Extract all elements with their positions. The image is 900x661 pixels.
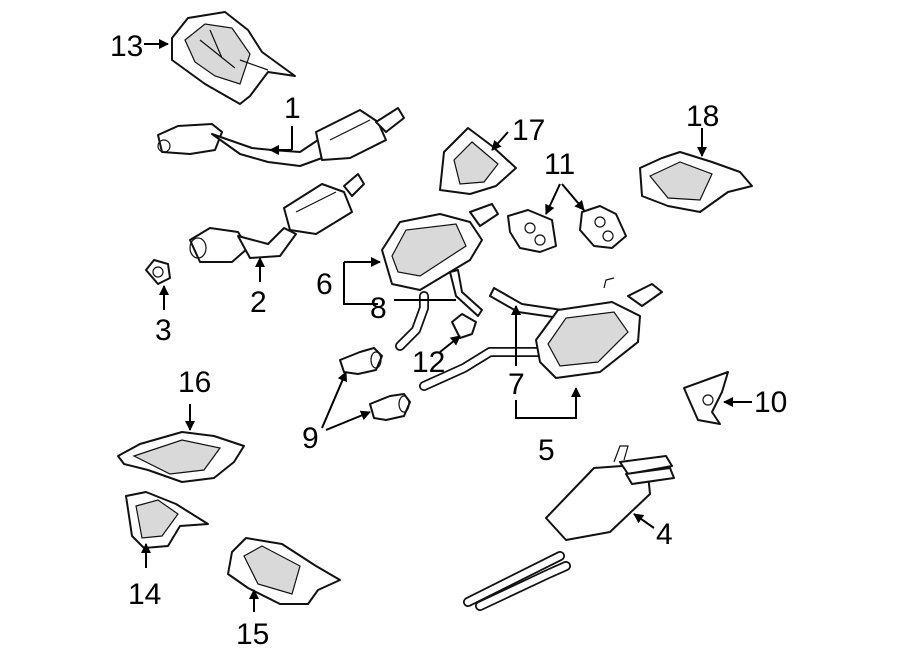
part-2-converter-pipe[interactable] (189, 173, 365, 263)
callout-9: 9 (302, 422, 319, 455)
leader-lines (141, 39, 752, 612)
part-10-bracket[interactable] (683, 371, 729, 425)
part-11-hanger-right[interactable] (579, 205, 627, 249)
callout-16: 16 (178, 366, 211, 399)
callout-4: 4 (656, 518, 673, 551)
callout-12: 12 (412, 346, 445, 379)
callout-5: 5 (538, 434, 555, 467)
callout-6: 6 (316, 268, 333, 301)
part-18-heat-shield[interactable] (639, 151, 753, 213)
part-9-connector-upper[interactable] (339, 347, 383, 375)
callout-15: 15 (236, 618, 269, 651)
callout-13: 13 (110, 30, 143, 63)
part-16-heat-shield[interactable] (117, 431, 245, 483)
callout-labels: 13 1 2 3 4 5 6 7 8 9 10 11 12 15 14 16 1… (110, 30, 787, 651)
part-15-heat-shield[interactable] (227, 537, 341, 605)
callout-17: 17 (512, 114, 545, 147)
callout-2: 2 (250, 286, 267, 319)
callout-8: 8 (370, 292, 387, 325)
callout-1: 1 (284, 92, 301, 125)
callout-11: 11 (544, 148, 575, 181)
callout-3: 3 (155, 314, 172, 347)
callout-10: 10 (754, 386, 787, 419)
callout-14: 14 (128, 578, 161, 611)
callout-7: 7 (508, 368, 525, 401)
part-3-gasket[interactable] (145, 259, 171, 285)
part-1-converter-pipe[interactable] (157, 107, 405, 167)
part-12-clamp[interactable] (451, 313, 477, 339)
part-6-front-muffler[interactable] (381, 203, 499, 351)
part-13-heat-shield[interactable] (171, 11, 296, 105)
part-4-tail-muffler[interactable] (463, 445, 675, 611)
part-11-hanger-left[interactable] (507, 209, 557, 253)
part-17-heat-shield[interactable] (439, 127, 517, 195)
part-14-heat-shield[interactable] (125, 491, 209, 549)
part-7-bracket[interactable] (489, 287, 563, 319)
part-8-hanger-rod[interactable] (449, 269, 483, 317)
part-9-connector-lower[interactable] (369, 393, 411, 421)
callout-18: 18 (686, 100, 719, 133)
